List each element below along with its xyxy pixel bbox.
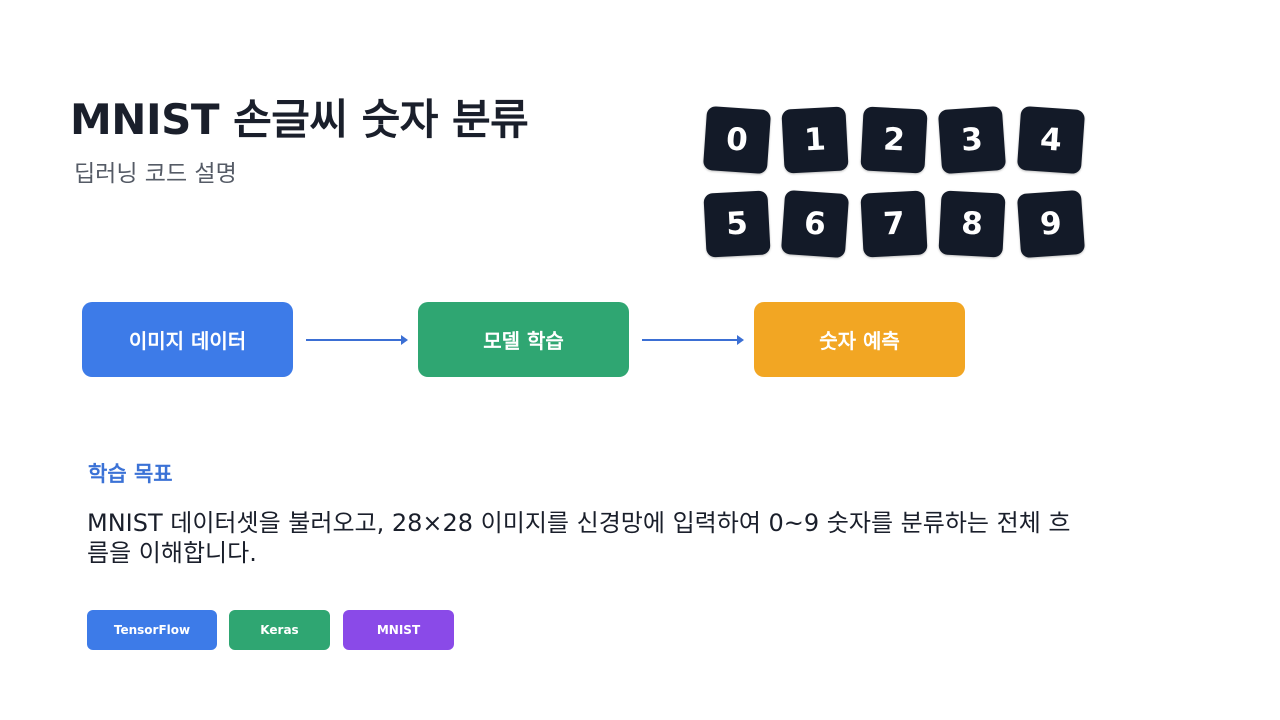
flow-step-digit-prediction: 숫자 예측 [754, 302, 965, 377]
digit-tile: 1 [781, 106, 849, 174]
flow-step-model-training: 모델 학습 [418, 302, 629, 377]
digit-tile: 5 [703, 190, 771, 258]
tag-tensorflow: TensorFlow [87, 610, 217, 650]
goal-text: MNIST 데이터셋을 불러오고, 28×28 이미지를 신경망에 입력하여 0… [87, 509, 1071, 567]
digit-tile: 3 [937, 105, 1007, 175]
tag-keras: Keras [229, 610, 330, 650]
flow-arrow [306, 335, 408, 345]
digit-tile: 0 [702, 105, 772, 175]
page-title: MNIST 손글씨 숫자 분류 [70, 95, 529, 144]
digit-tile: 2 [860, 106, 928, 174]
digit-tile: 6 [780, 189, 850, 259]
flow-step-image-data: 이미지 데이터 [82, 302, 293, 377]
digit-tile: 9 [1016, 189, 1086, 259]
tag-mnist: MNIST [343, 610, 454, 650]
flow-arrow [642, 335, 744, 345]
digit-tile: 7 [860, 190, 928, 258]
page-subtitle: 딥러닝 코드 설명 [74, 161, 237, 187]
goal-heading: 학습 목표 [88, 462, 173, 486]
digit-tile: 4 [1016, 105, 1086, 175]
digit-tile: 8 [938, 190, 1006, 258]
digit-tiles: 0 1 2 3 4 5 6 7 8 9 [702, 105, 1095, 268]
